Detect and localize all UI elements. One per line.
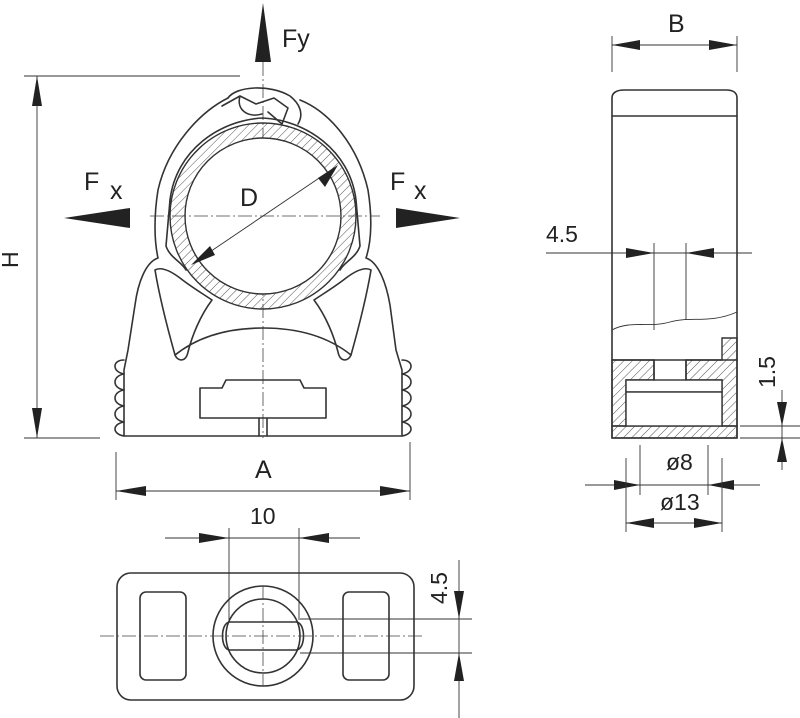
width-b-label: B (668, 10, 685, 38)
side-dim-d8-label: ø8 (666, 449, 693, 475)
clip-snap-latch (221, 87, 302, 125)
bottom-dim-4-5-label: 4.5 (426, 572, 452, 604)
force-x-left-subscript: x (110, 177, 123, 205)
side-dim-1-5 (740, 390, 800, 470)
side-dim-1-5-label: 1.5 (754, 356, 780, 388)
clip-right-jaw (313, 267, 372, 361)
force-x-left-arrow (64, 208, 130, 228)
side-dim-d8 (585, 445, 760, 495)
side-break-line (611, 311, 738, 331)
side-dim-4-5 (546, 243, 752, 330)
side-dim-d13 (625, 458, 723, 532)
force-y-label: Fy (282, 25, 310, 53)
side-body-outline (611, 89, 738, 439)
height-label: H (0, 251, 23, 268)
side-base-strip (611, 425, 738, 439)
side-dim-4-5-label: 4.5 (546, 221, 578, 247)
force-x-right-arrow (396, 208, 460, 228)
width-a-label: A (255, 456, 272, 484)
bottom-oval-slot (221, 621, 305, 651)
clip-right-serration (401, 359, 412, 437)
clip-inner-contour (169, 117, 361, 271)
width-b-dimension (611, 36, 738, 72)
clip-base-arch (174, 327, 352, 356)
force-y-arrow (255, 3, 271, 62)
force-x-left-label: F (84, 168, 99, 196)
clip-outer-body (123, 97, 403, 437)
clip-left-jaw (154, 267, 213, 361)
bottom-dim-10 (165, 528, 360, 620)
width-a-dimension (115, 442, 411, 500)
bottom-dim-10-label: 10 (250, 503, 276, 529)
diameter-dimension (191, 165, 338, 265)
bottom-base-outline (116, 572, 415, 701)
clip-left-serration (114, 359, 125, 437)
force-x-right-subscript: x (414, 177, 427, 205)
bottom-view: 10 4.5 (100, 503, 472, 718)
side-dim-d13-label: ø13 (660, 489, 700, 515)
side-view: B 4.5 1.5 (546, 10, 800, 532)
base-insert (199, 379, 327, 419)
diameter-label: D (240, 184, 258, 212)
force-x-right-label: F (390, 168, 405, 196)
height-dimension (24, 75, 240, 439)
front-view: Fy F x F x H (0, 3, 460, 500)
bottom-dim-4-5 (300, 560, 472, 718)
